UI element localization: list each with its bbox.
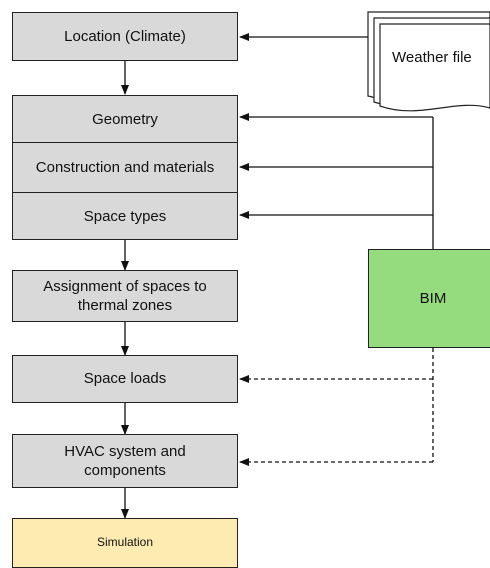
construction-box: Construction and materials	[13, 143, 237, 191]
geometry-label: Geometry	[92, 110, 158, 128]
assignment-box: Assignment of spaces to thermal zones	[12, 270, 238, 322]
hvac-box: HVAC system and components	[12, 434, 238, 488]
stack-divider	[13, 142, 237, 143]
space-types-box: Space types	[13, 193, 237, 239]
simulation-label: Simulation	[96, 535, 154, 550]
location-box: Location (Climate)	[12, 12, 238, 61]
bim-box: BIM	[368, 249, 490, 348]
simulation-box: Simulation	[12, 518, 238, 568]
bim-label: BIM	[419, 289, 447, 307]
construction-label: Construction and materials	[35, 158, 215, 176]
hvac-label: HVAC system and components	[64, 442, 186, 480]
stack-divider	[13, 192, 237, 193]
space-loads-label: Space loads	[83, 370, 167, 388]
building-model-stack: Geometry Construction and materials Spac…	[12, 95, 238, 240]
weather-file-icon	[367, 11, 490, 112]
space-types-label: Space types	[83, 207, 167, 225]
assignment-label: Assignment of spaces to thermal zones	[43, 277, 207, 315]
geometry-box: Geometry	[13, 96, 237, 142]
space-loads-box: Space loads	[12, 355, 238, 403]
location-label: Location (Climate)	[64, 27, 186, 45]
weather-file-label: Weather file	[392, 49, 472, 66]
